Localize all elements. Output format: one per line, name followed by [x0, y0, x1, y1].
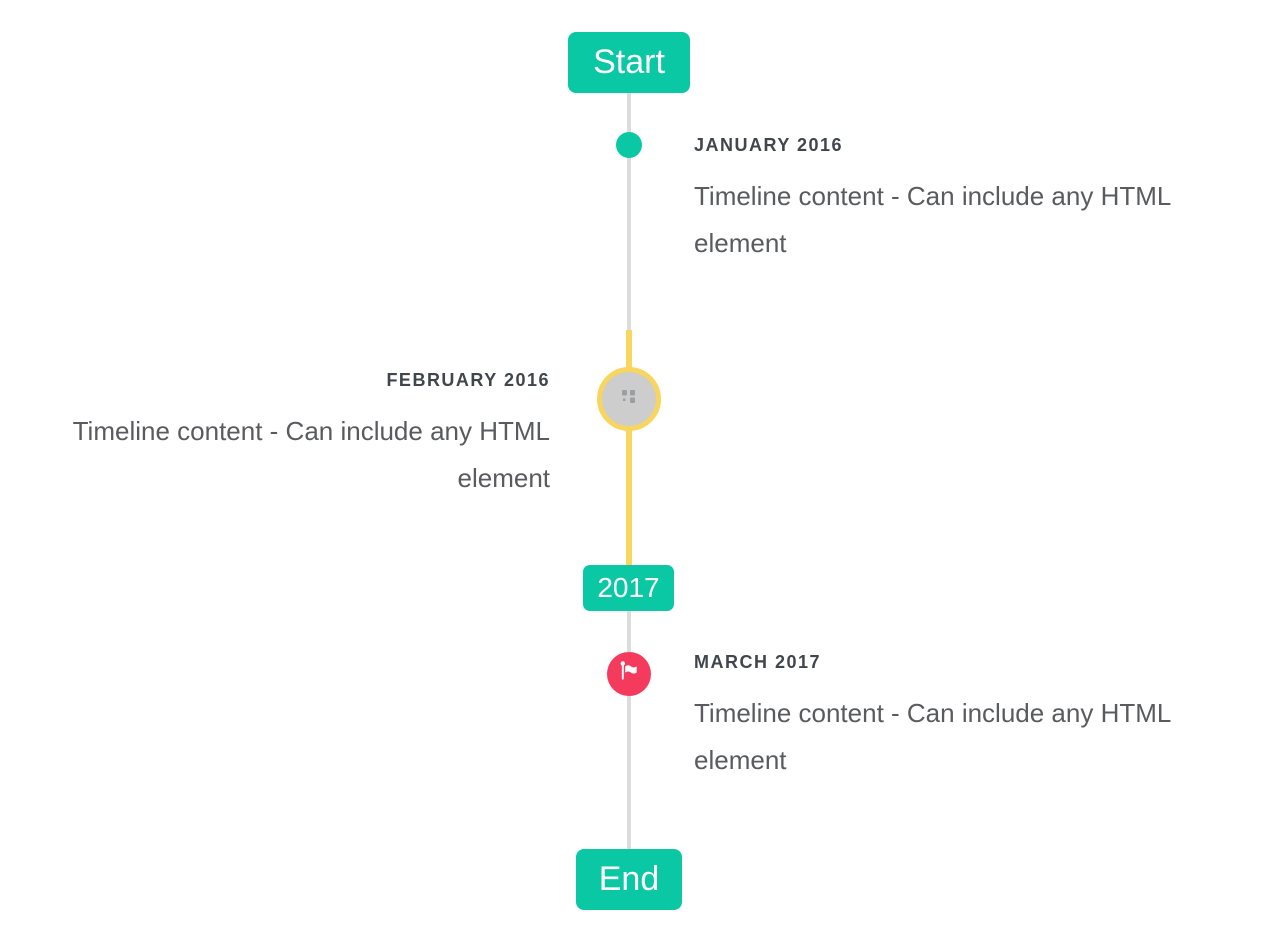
entry-title-march: MARCH 2017 [694, 652, 822, 672]
timeline-end-badge[interactable]: End [576, 849, 682, 910]
broken-image-icon [620, 389, 638, 409]
timeline-marker-february[interactable] [597, 367, 661, 431]
timeline-entry-january: JANUARY 2016 Timeline content - Can incl… [694, 133, 1194, 267]
entry-title-january: JANUARY 2016 [694, 135, 844, 155]
entry-content-february: Timeline content - Can include any HTML … [72, 416, 550, 493]
entry-content-march: Timeline content - Can include any HTML … [694, 698, 1171, 775]
entry-content-january: Timeline content - Can include any HTML … [694, 181, 1171, 258]
timeline-start-badge[interactable]: Start [568, 32, 690, 93]
flag-icon [618, 660, 641, 688]
timeline-year-badge-2017[interactable]: 2017 [583, 565, 674, 611]
timeline-marker-january-dot[interactable] [616, 132, 642, 158]
entry-title-february: FEBRUARY 2016 [386, 370, 550, 390]
timeline-marker-march[interactable] [607, 652, 651, 696]
timeline-entry-february: FEBRUARY 2016 Timeline content - Can inc… [50, 368, 550, 502]
timeline-entry-march: MARCH 2017 Timeline content - Can includ… [694, 650, 1194, 784]
timeline-line-highlight [626, 330, 632, 566]
